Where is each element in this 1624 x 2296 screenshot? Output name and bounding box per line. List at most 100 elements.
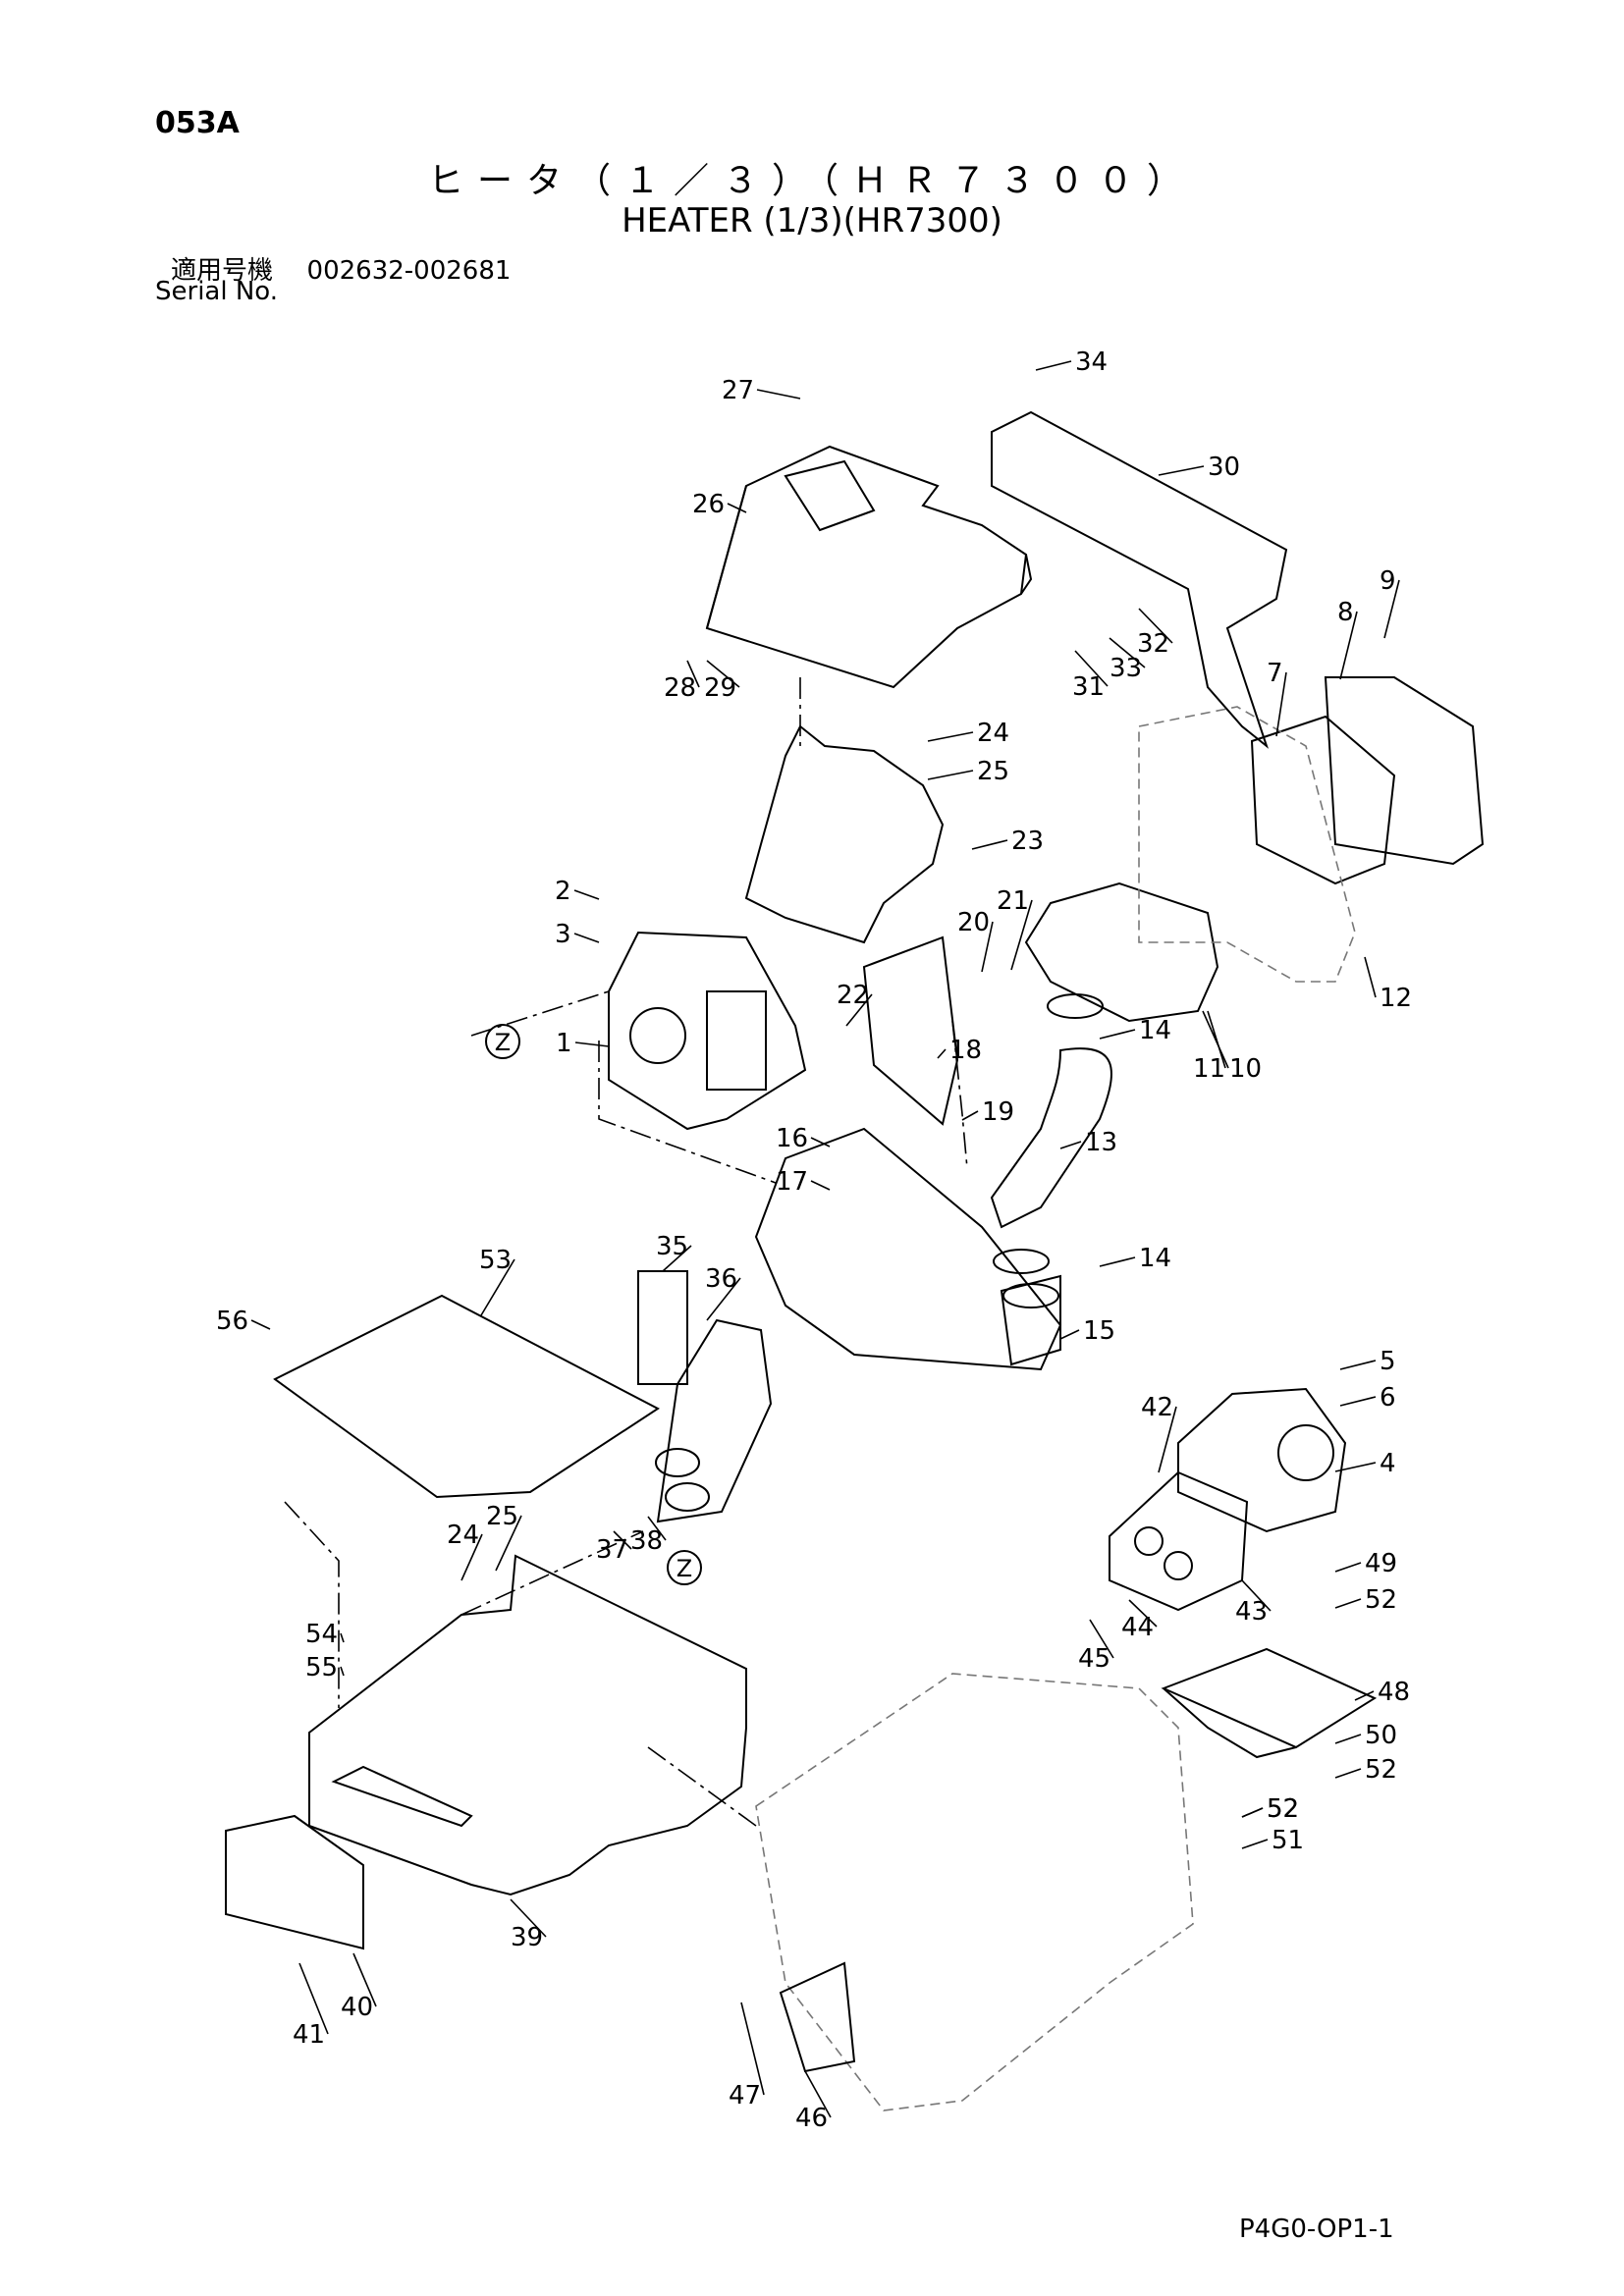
callout-39: 39 [510,1898,547,1952]
callout-34: 34 [1035,347,1108,377]
leader-line [1109,637,1146,668]
callout-52: 52 [1241,1794,1299,1824]
leader-line [1089,1619,1114,1659]
leader-line [1128,1599,1158,1628]
callout-number: 28 [664,673,696,703]
callout-3: 3 [555,920,600,949]
callout-15: 15 [1059,1316,1115,1346]
leader-line [1035,360,1072,371]
callout-number: 12 [1380,984,1412,1013]
callout-number: 35 [656,1232,688,1261]
callout-number: 4 [1380,1449,1396,1478]
leader-line [727,503,747,513]
leader-line [460,1533,483,1581]
blower-4 [1177,1387,1347,1533]
callout-52: 52 [1334,1755,1397,1785]
callout-number: 53 [479,1246,512,1275]
leader-line [1339,611,1358,680]
view-marker-text: Z [495,1029,511,1056]
callout-number: 34 [1075,347,1108,377]
leader-line [1364,956,1377,998]
leader-line [480,1258,515,1316]
callout-number: 17 [776,1167,808,1197]
drawing-code: P4G0-OP1-1 [1239,2215,1394,2244]
callout-number: 16 [776,1124,808,1153]
serial-label-jp: 適用号機 [171,256,274,286]
leader-line [937,1048,947,1059]
leader-line [1059,1141,1082,1149]
callout-number: 52 [1267,1794,1299,1824]
callout-27: 27 [722,376,801,405]
leader-line [1158,465,1205,476]
serial-label-en: Serial No. [155,277,278,306]
callout-number: 41 [293,2020,325,2050]
callout-51: 51 [1241,1826,1304,1855]
callout-number: 36 [705,1264,737,1294]
leader-line [1074,650,1109,687]
callout-42: 42 [1141,1393,1177,1473]
callout-number: 5 [1380,1347,1396,1376]
leader-line [1241,1839,1269,1849]
callout-11: 11 [1193,1010,1229,1084]
callout-number: 22 [837,981,869,1010]
view-marker-z-right: Z [667,1550,702,1585]
leader-line [574,1041,610,1047]
callout-number: 23 [1011,827,1044,856]
mount-plate-48 [1161,1647,1378,1759]
callout-56: 56 [216,1307,271,1336]
callout-6: 6 [1339,1383,1396,1413]
ghost-cab-body [755,1673,1194,2111]
leader-line [1158,1406,1177,1473]
leader-line [1241,1807,1264,1818]
callout-number: 56 [216,1307,248,1336]
callout-2: 2 [555,877,600,906]
callout-number: 54 [305,1620,338,1649]
callout-25: 25 [486,1502,522,1572]
leader-line [804,2070,832,2118]
callout-number: 52 [1365,1585,1397,1615]
callout-number: 11 [1193,1054,1225,1084]
leader-line [1059,1329,1080,1340]
leader-line [510,1898,547,1938]
callout-number: 2 [555,877,571,906]
callout-number: 26 [692,490,725,519]
callout-5: 5 [1339,1347,1396,1376]
callout-16: 16 [776,1124,831,1153]
callout-number: 47 [729,2081,761,2110]
callout-45: 45 [1078,1619,1114,1674]
callout-10: 10 [1207,1010,1262,1084]
panel-40 [225,1814,364,1950]
callout-number: 25 [977,757,1009,786]
serial-range: 002632-002681 [306,256,512,286]
leader-line [706,660,740,688]
callout-number: 18 [949,1036,982,1065]
callout-number: 30 [1208,453,1240,482]
leader-line [1275,671,1287,737]
ghost-housing-top [1138,706,1356,983]
callout-32: 32 [1137,608,1173,659]
callout-7: 7 [1267,659,1287,737]
callout-number: 14 [1139,1244,1171,1273]
leader-line [573,889,600,900]
callout-number: 13 [1085,1128,1117,1157]
callout-number: 6 [1380,1383,1396,1413]
callout-number: 19 [982,1097,1014,1127]
callout-18: 18 [937,1036,982,1065]
floor-plate-53 [273,1294,660,1499]
callout-26: 26 [692,490,747,519]
base-plate-15 [754,1127,1062,1371]
callout-number: 24 [977,719,1009,748]
callout-number: 48 [1378,1678,1410,1707]
callout-number: 14 [1139,1016,1171,1045]
leader-line [352,1952,377,2007]
callout-46: 46 [795,2070,832,2133]
callout-number: 43 [1235,1597,1268,1627]
leader-line [706,1277,741,1321]
air-filter-assembly [1024,676,1485,1023]
leader-line [1354,1690,1375,1701]
leader-line [1099,1256,1136,1267]
callout-number: 42 [1141,1393,1173,1422]
callout-25: 25 [927,757,1009,786]
leader-line [971,839,1008,850]
